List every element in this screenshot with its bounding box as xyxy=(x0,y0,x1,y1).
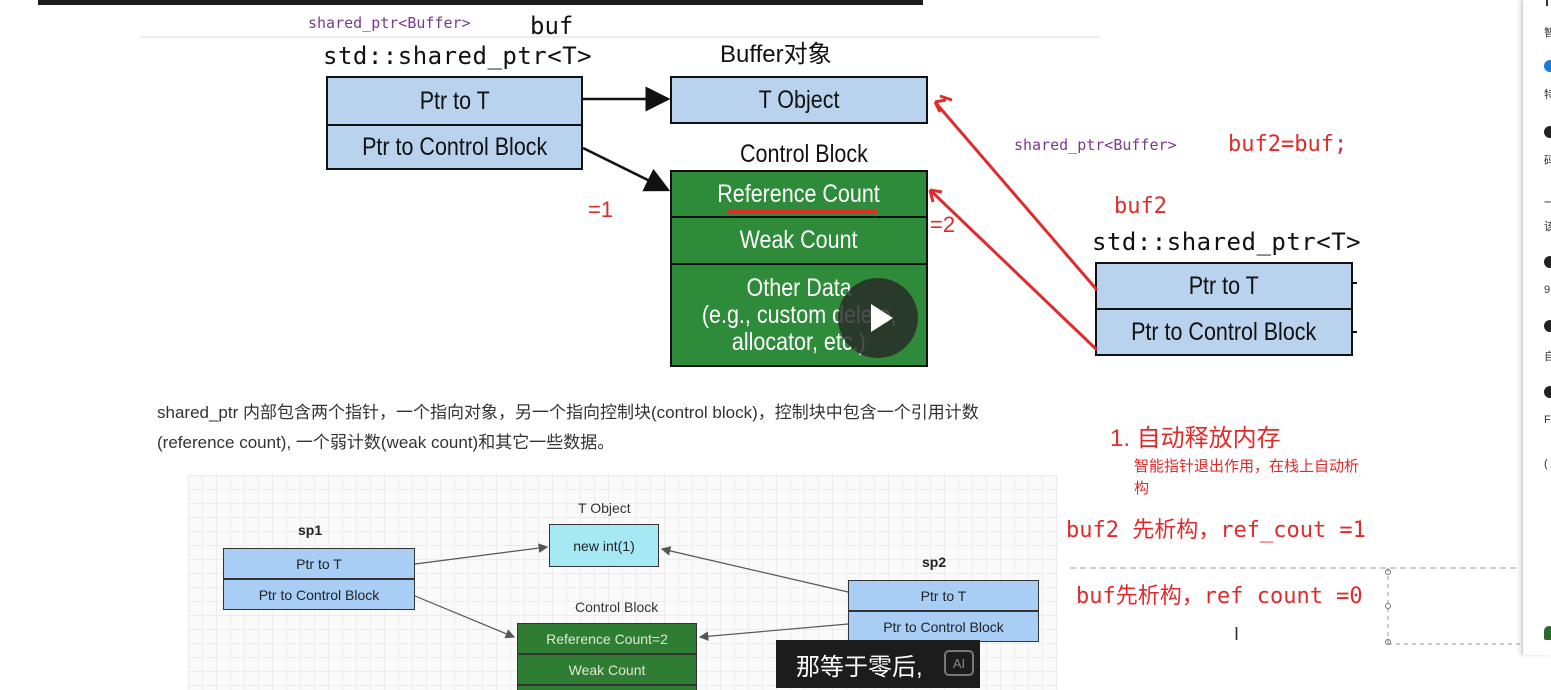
annotation-eq2: =2 xyxy=(930,212,956,237)
sidebar-glyph-9: ( xyxy=(1544,458,1548,470)
sidebar-glyph-3: 码 xyxy=(1544,155,1551,167)
other-data-small-box xyxy=(517,685,697,690)
sidebar-glyph-1: 智 xyxy=(1544,27,1551,39)
sp1-label: sp1 xyxy=(298,522,323,538)
paragraph-line-2: (reference count), 一个弱计数(weak count)和其它一… xyxy=(157,433,615,452)
play-icon xyxy=(871,304,893,332)
right-ptr-to-control-block: Ptr to Control Block xyxy=(1095,308,1353,356)
control-block-label: Control Block xyxy=(575,599,659,615)
std-shared-ptr-right: std::shared_ptr<T> xyxy=(1092,228,1362,256)
sp2-label: sp2 xyxy=(922,554,947,570)
annotation-type-left: shared_ptr<Buffer> xyxy=(308,14,471,32)
video-top-bar xyxy=(38,0,923,5)
annotation-eq1: =1 xyxy=(588,197,614,222)
red-line-t xyxy=(933,101,1099,291)
sidebar-dark-icon-2[interactable] xyxy=(1544,256,1551,268)
sidebar-dark-icon-4[interactable] xyxy=(1544,386,1551,398)
note-sub-line-1: 智能指针退出作用，在栈上自动析 xyxy=(1134,458,1360,475)
sidebar-glyph-7: 自 xyxy=(1544,351,1551,363)
text-cursor-icon: I xyxy=(1234,624,1240,644)
sidebar-dark-icon-3[interactable] xyxy=(1544,320,1551,332)
ref-count-box: Reference Count=2 xyxy=(517,623,697,654)
right-ptr-to-t: Ptr to T xyxy=(1095,262,1353,310)
weak-count-box: Weak Count xyxy=(670,216,928,265)
sidebar-dark-icon-1[interactable] xyxy=(1544,126,1551,138)
red-line-cb xyxy=(928,188,1099,352)
note-line-a: buf2 先析构，ref_cout =1 xyxy=(1066,518,1366,543)
text-selection-box xyxy=(1070,567,1520,645)
sidebar-glyph-8: F xyxy=(1544,414,1551,426)
note-sub: 智能指针退出作用，在栈上自动析 构 xyxy=(1134,456,1359,500)
note-sub-line-2: 构 xyxy=(1134,480,1150,497)
left-ptr-to-control-block: Ptr to Control Block xyxy=(326,124,583,170)
new-int-box: new int(1) xyxy=(549,524,659,567)
sidebar-glyph-6: 9 xyxy=(1544,284,1551,296)
left-ptr-to-t: Ptr to T xyxy=(326,76,583,126)
annotation-type-right: shared_ptr<Buffer> xyxy=(1014,136,1177,154)
sidebar-glyph-2: 特 xyxy=(1544,89,1551,101)
std-shared-ptr-left: std::shared_ptr<T> xyxy=(323,42,593,70)
note-heading: 1. 自动释放内存 xyxy=(1110,425,1281,452)
sp2-ptr-to-t: Ptr to T xyxy=(848,580,1039,611)
reference-count-box: Reference Count xyxy=(670,170,928,218)
video-subtitle: 那等于零后, xyxy=(776,640,980,688)
annotation-assign: buf2=buf; xyxy=(1228,132,1348,157)
ai-subtitle-badge[interactable]: AI xyxy=(944,650,974,676)
control-block-title: Control Block xyxy=(740,140,868,168)
t-object-label: T Object xyxy=(578,500,631,516)
reference-count-underline xyxy=(728,210,878,213)
sidebar-blue-icon[interactable] xyxy=(1544,60,1551,72)
sidebar-glyph-5: 该 xyxy=(1544,221,1551,233)
top-divider xyxy=(140,36,1100,38)
sp1-ptr-to-t: Ptr to T xyxy=(223,548,415,579)
sp1-ptr-to-cb: Ptr to Control Block xyxy=(223,579,415,610)
sp2-ptr-to-cb: Ptr to Control Block xyxy=(848,611,1039,642)
paragraph-line-1: shared_ptr 内部包含两个指针，一个指向对象，另一个指向控制块(cont… xyxy=(157,403,979,422)
description-paragraph: shared_ptr 内部包含两个指针，一个指向对象，另一个指向控制块(cont… xyxy=(157,398,1087,458)
annotation-buf2: buf2 xyxy=(1114,194,1167,219)
note-line-b: buf先析构，ref count =0 xyxy=(1076,584,1363,609)
t-object-box: T Object xyxy=(670,76,928,124)
sidebar-glyph-4: 一 xyxy=(1544,197,1551,209)
sidebar-content: 智 特 码 一 该 9 自 F ( xyxy=(1532,0,1551,655)
buffer-object-title: Buffer对象 xyxy=(720,41,832,68)
arrow-ptr-to-cb xyxy=(582,146,671,192)
weak-count-small-box: Weak Count xyxy=(517,654,697,685)
sidebar-green-icon[interactable] xyxy=(1544,626,1551,640)
annotation-buf: buf xyxy=(530,12,574,40)
video-play-button[interactable] xyxy=(838,278,918,358)
